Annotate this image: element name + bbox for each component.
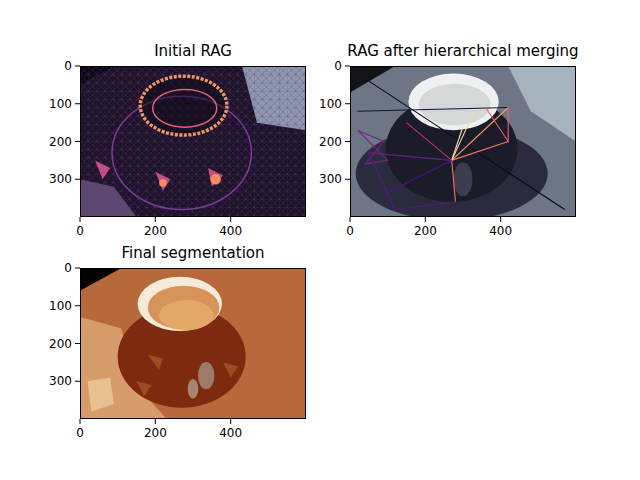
cup-inside <box>159 300 213 330</box>
tick-mark <box>75 66 231 222</box>
rag-edge <box>452 111 475 160</box>
tick-label: 100 <box>319 98 342 110</box>
rag-edge <box>452 126 463 160</box>
tick-label: 0 <box>64 60 72 72</box>
rag-edge <box>452 108 509 161</box>
rag-edge <box>369 81 565 209</box>
tick-label: 100 <box>49 98 72 110</box>
tick-label: 200 <box>414 225 437 237</box>
tick-marks <box>75 66 501 424</box>
tick-label: 0 <box>76 427 84 439</box>
panel-title: Initial RAG <box>154 42 232 60</box>
tick-label: 400 <box>489 225 512 237</box>
rag-edge <box>407 123 452 161</box>
rag-edge <box>486 108 509 142</box>
image-ground <box>80 66 306 217</box>
panel-title: RAG after hierarchical merging <box>347 42 578 60</box>
tick-label: 200 <box>144 225 167 237</box>
tick-mark <box>75 268 231 424</box>
tick-label: 0 <box>64 262 72 274</box>
tick-label: 0 <box>346 225 354 237</box>
rag-blob <box>210 174 221 185</box>
rag-edge <box>369 153 456 210</box>
rag-mesh <box>80 66 306 217</box>
rim-edges <box>140 76 227 135</box>
axes-frame <box>80 66 306 217</box>
rag-edge <box>358 130 388 164</box>
light-region <box>88 377 114 411</box>
rag-blob <box>159 179 167 187</box>
rag-edge <box>384 160 452 194</box>
tick-label: 300 <box>49 375 72 387</box>
tick-label: 0 <box>76 225 84 237</box>
merged-rag-image <box>350 66 576 221</box>
segment-patch <box>188 379 199 399</box>
dark-region <box>80 268 121 291</box>
segment-patch <box>198 362 215 389</box>
rag-graph <box>358 81 565 209</box>
tick-label: 200 <box>144 427 167 439</box>
rim-inner-edges <box>153 89 217 127</box>
plot-panel: Initial RAG <box>80 42 306 217</box>
tick-label: 0 <box>334 60 342 72</box>
initial-rag-image <box>80 66 306 217</box>
tick-label: 400 <box>219 427 242 439</box>
rag-edge <box>452 160 456 202</box>
image-ground <box>80 268 306 419</box>
tick-label: 400 <box>219 225 242 237</box>
axes-frame <box>350 66 576 217</box>
cup-inside <box>419 84 491 126</box>
rag-blob <box>95 160 223 190</box>
tick-label: 300 <box>319 173 342 185</box>
tick-label: 200 <box>49 338 72 350</box>
cup-inside <box>148 286 220 330</box>
tick-label: 300 <box>49 173 72 185</box>
rag-edge <box>452 142 509 161</box>
plot-panel: Final segmentation <box>80 244 306 419</box>
plot-panel: RAG after hierarchical merging <box>346 42 580 217</box>
segment-patch <box>137 355 239 397</box>
tick-mark <box>345 66 501 222</box>
tick-label: 200 <box>49 136 72 148</box>
panel-title: Final segmentation <box>121 244 264 262</box>
axes-frame <box>80 268 306 419</box>
cup-rim <box>138 277 222 331</box>
cup-handle <box>454 162 473 196</box>
light-region <box>508 66 576 142</box>
tick-label: 200 <box>319 136 342 148</box>
cup-rim <box>408 74 498 131</box>
segmentation-image <box>80 268 306 419</box>
dark-region <box>350 66 395 92</box>
tick-label: 100 <box>49 300 72 312</box>
